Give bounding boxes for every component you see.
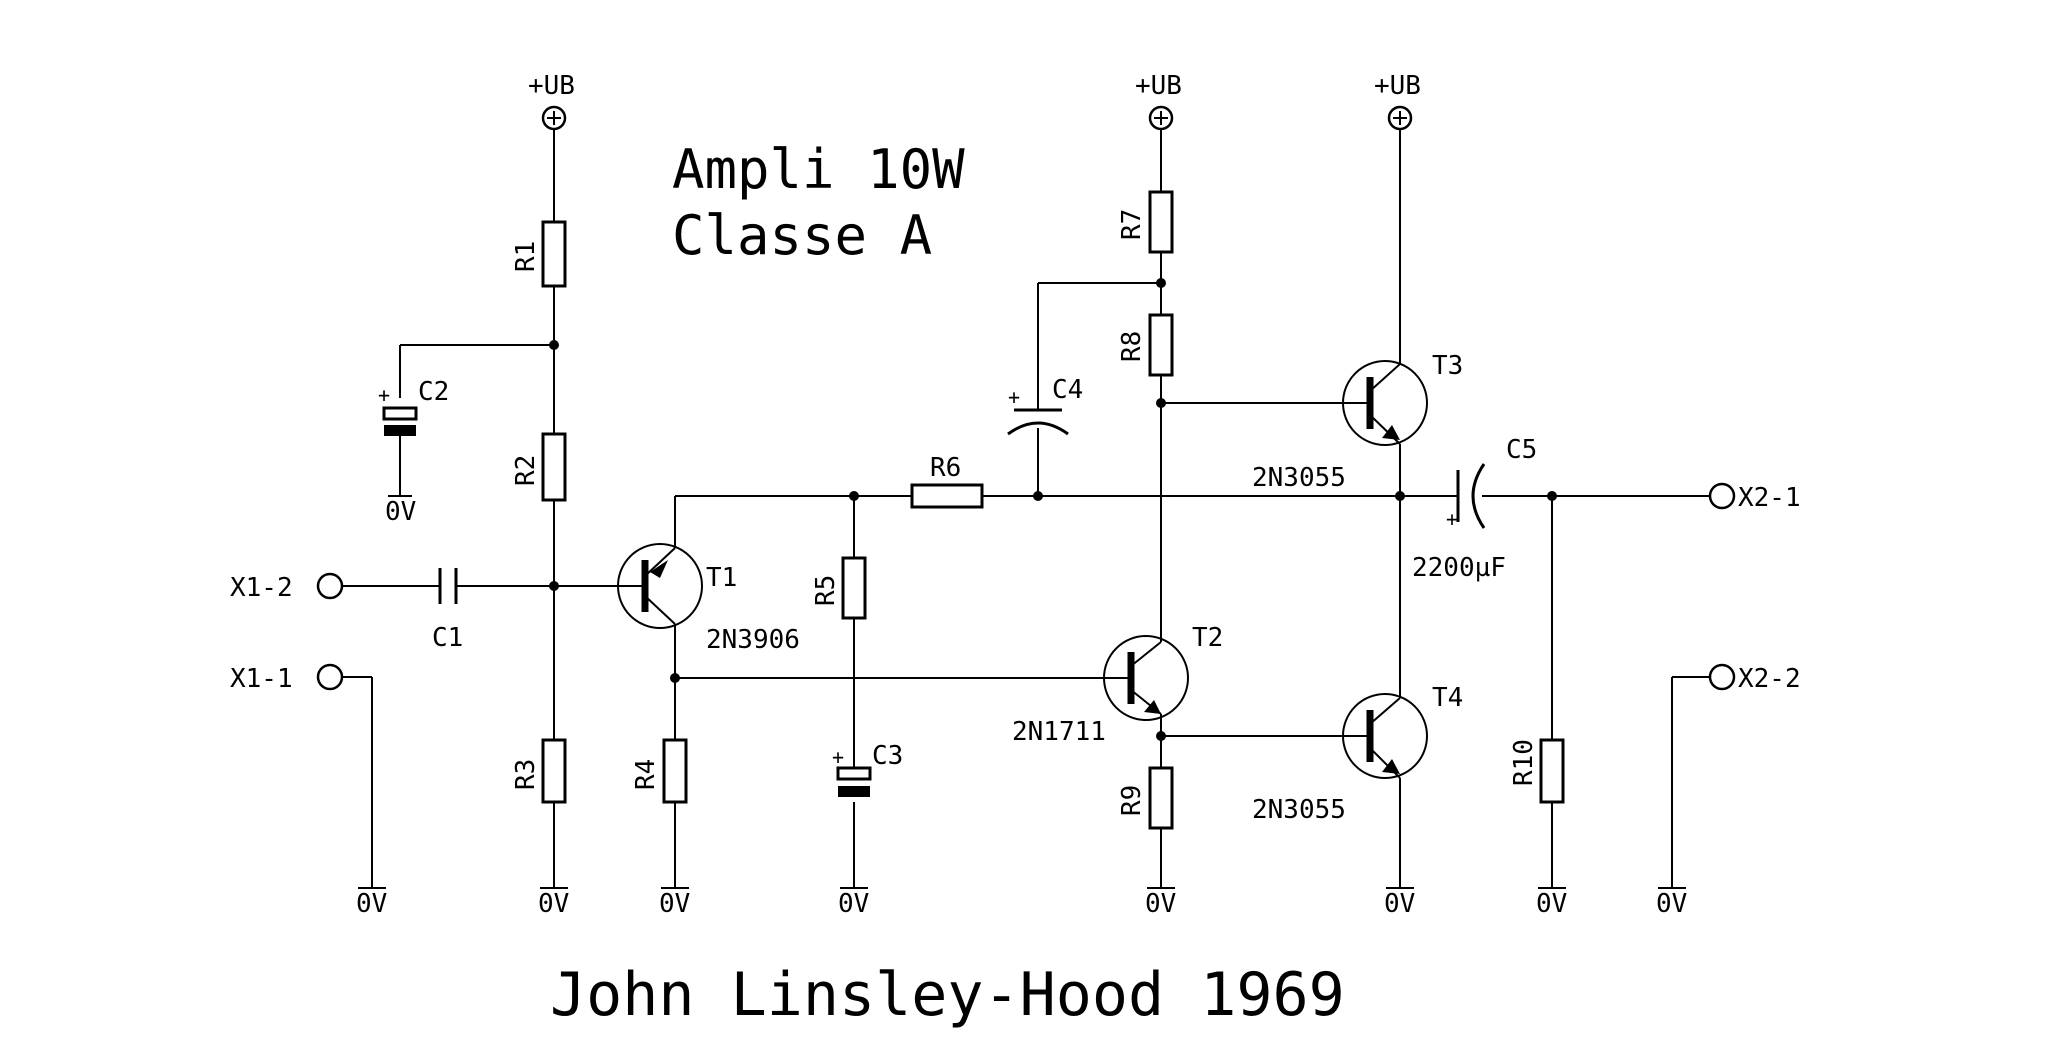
capacitor-c3-label: C3 <box>872 741 903 771</box>
transistor-t4-ref: T4 <box>1432 683 1463 713</box>
capacitor-c2-polarity: + <box>378 383 390 407</box>
transistor-t1: T1 2N3906 <box>604 543 800 655</box>
transistor-t2-part: 2N1711 <box>1012 717 1106 747</box>
resistor-r9-label: R9 <box>1117 785 1147 816</box>
ground-r9: 0V <box>1145 887 1176 919</box>
resistor-r1: R1 <box>511 220 567 288</box>
capacitor-c2: + C2 <box>378 377 449 436</box>
resistor-r7-label: R7 <box>1117 209 1147 240</box>
ground-c3-label: 0V <box>838 889 869 919</box>
transistor-t3-part: 2N3055 <box>1252 463 1346 493</box>
resistor-r7: R7 <box>1117 190 1174 254</box>
resistor-r1-label: R1 <box>511 241 541 272</box>
resistor-r3-label: R3 <box>511 759 541 790</box>
supply-ub-1: +UB <box>528 71 575 131</box>
resistor-r6-label: R6 <box>930 453 961 483</box>
ground-x2: 0V <box>1656 887 1687 919</box>
ground-x2-label: 0V <box>1656 889 1687 919</box>
connector-x2-1-label: X2-1 <box>1738 483 1801 513</box>
transistor-t4-part: 2N3055 <box>1252 795 1346 825</box>
connector-x2-2: X2-2 <box>1708 663 1801 694</box>
connector-x2-1: X2-1 <box>1708 482 1801 513</box>
transistor-t3: T3 2N3055 <box>1252 351 1463 493</box>
transistor-t2: T2 2N1711 <box>1012 623 1223 747</box>
ground-r3-label: 0V <box>538 889 569 919</box>
ground-r4: 0V <box>659 887 690 919</box>
wires <box>342 130 1710 888</box>
capacitor-c1: C1 <box>432 568 463 653</box>
ground-c3: 0V <box>838 887 869 919</box>
transistor-t3-ref: T3 <box>1432 351 1463 381</box>
resistor-r10-label: R10 <box>1509 739 1539 786</box>
ground-r10-label: 0V <box>1536 889 1567 919</box>
transistor-t1-ref: T1 <box>706 563 737 593</box>
capacitor-c5-polarity: + <box>1446 507 1458 531</box>
capacitor-c3-polarity: + <box>832 745 844 769</box>
resistor-r3: R3 <box>511 738 567 804</box>
resistor-r8-label: R8 <box>1117 331 1147 362</box>
supply-ub-2: +UB <box>1135 71 1182 131</box>
resistor-r8: R8 <box>1117 313 1174 377</box>
footer-credit: John Linsley-Hood 1969 <box>550 960 1345 1030</box>
transistor-t2-ref: T2 <box>1192 623 1223 653</box>
title-line-2: Classe A <box>672 204 932 267</box>
resistor-r4: R4 <box>631 738 688 804</box>
capacitor-c5: + C5 2200µF <box>1412 435 1537 583</box>
ground-t4-label: 0V <box>1384 889 1415 919</box>
transistor-t4: T4 2N3055 <box>1252 683 1463 825</box>
resistor-r4-label: R4 <box>631 759 661 790</box>
ground-r9-label: 0V <box>1145 889 1176 919</box>
ground-c2: 0V <box>385 495 416 527</box>
capacitor-c4-label: C4 <box>1052 375 1083 405</box>
junction-dots <box>549 278 1557 741</box>
connector-x1-1-label: X1-1 <box>230 664 293 694</box>
capacitor-c4: + C4 <box>1007 375 1083 436</box>
ground-x1-label: 0V <box>356 889 387 919</box>
capacitor-c2-label: C2 <box>418 377 449 407</box>
resistor-r2-label: R2 <box>511 455 541 486</box>
ground-r4-label: 0V <box>659 889 690 919</box>
connector-x1-1: X1-1 <box>230 663 344 694</box>
supply-ub-2-label: +UB <box>1135 71 1182 101</box>
title-line-1: Ampli 10W <box>672 138 965 201</box>
resistor-r6: R6 <box>910 453 984 509</box>
resistor-r5-label: R5 <box>811 575 841 606</box>
connector-x1-2-label: X1-2 <box>230 573 293 603</box>
supply-ub-1-label: +UB <box>528 71 575 101</box>
capacitor-c3: + C3 <box>832 741 903 797</box>
transistor-t1-part: 2N3906 <box>706 625 800 655</box>
connector-x2-2-label: X2-2 <box>1738 664 1801 694</box>
resistor-r9: R9 <box>1117 766 1174 830</box>
resistor-r5: R5 <box>811 556 867 620</box>
supply-ub-3-label: +UB <box>1374 71 1421 101</box>
connector-x1-2: X1-2 <box>230 572 344 603</box>
supply-ub-3: +UB <box>1374 71 1421 131</box>
ground-x1: 0V <box>356 887 387 919</box>
capacitor-c4-polarity: + <box>1008 385 1020 409</box>
resistor-r2: R2 <box>511 432 567 502</box>
ground-c2-label: 0V <box>385 497 416 527</box>
ground-r3: 0V <box>538 887 569 919</box>
resistor-r10: R10 <box>1509 738 1565 804</box>
ground-r10: 0V <box>1536 887 1567 919</box>
ground-t4: 0V <box>1384 887 1415 919</box>
capacitor-c1-label: C1 <box>432 623 463 653</box>
capacitor-c5-label: C5 <box>1506 435 1537 465</box>
capacitor-c5-value: 2200µF <box>1412 553 1506 583</box>
